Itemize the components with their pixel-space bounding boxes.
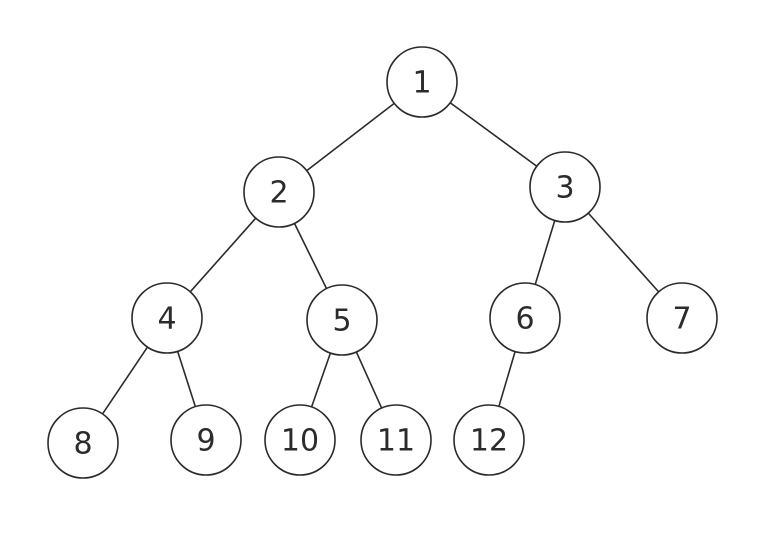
node-label: 4 [157, 302, 176, 337]
tree-node-8: 8 [47, 407, 119, 479]
edge-n4-n9 [176, 350, 197, 408]
tree-edges [101, 101, 660, 415]
node-circle [386, 46, 458, 118]
node-circle [529, 151, 601, 223]
node-label: 7 [672, 302, 691, 337]
node-circle [264, 404, 336, 476]
edge-n1-n3 [449, 101, 538, 168]
tree-node-10: 10 [264, 404, 336, 476]
edge-n2-n5 [293, 222, 328, 290]
node-label: 9 [196, 424, 215, 459]
node-label: 3 [555, 171, 574, 206]
node-label: 5 [332, 304, 351, 339]
tree-node-7: 7 [646, 282, 718, 354]
tree-node-6: 6 [489, 282, 561, 354]
tree-node-5: 5 [306, 284, 378, 356]
node-circle [489, 282, 561, 354]
node-circle [306, 284, 378, 356]
tree-node-9: 9 [170, 404, 242, 476]
node-label: 2 [269, 176, 288, 211]
node-circle [646, 282, 718, 354]
edge-n3-n7 [587, 212, 660, 293]
tree-node-1: 1 [386, 46, 458, 118]
tree-node-2: 2 [243, 156, 315, 228]
node-label: 12 [470, 424, 508, 459]
node-label: 8 [73, 427, 92, 462]
node-label: 1 [412, 66, 431, 101]
edge-n2-n4 [189, 217, 257, 293]
node-circle [170, 404, 242, 476]
node-circle [243, 156, 315, 228]
node-circle [360, 404, 432, 476]
tree-node-3: 3 [529, 151, 601, 223]
edge-n6-n12 [498, 350, 516, 408]
edge-n5-n10 [310, 352, 332, 408]
node-label: 10 [281, 424, 319, 459]
edge-n4-n8 [101, 346, 149, 415]
tree-node-12: 12 [453, 404, 525, 476]
node-label: 11 [377, 424, 415, 459]
node-circle [131, 282, 203, 354]
node-circle [47, 407, 119, 479]
tree-node-11: 11 [360, 404, 432, 476]
edge-n5-n11 [355, 351, 383, 409]
tree-node-4: 4 [131, 282, 203, 354]
edge-n3-n6 [534, 219, 556, 286]
node-circle [453, 404, 525, 476]
edge-n1-n2 [305, 102, 396, 172]
node-label: 6 [515, 302, 534, 337]
